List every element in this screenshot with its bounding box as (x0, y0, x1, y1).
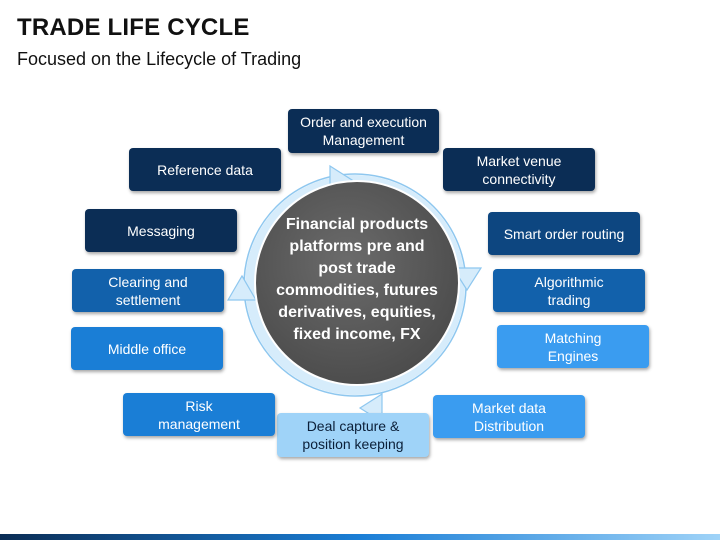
node-matching-engines: Matching Engines (497, 325, 649, 368)
page-title: TRADE LIFE CYCLE (17, 14, 250, 41)
ring-arrowhead-right (451, 267, 483, 292)
node-order-execution: Order and execution Management (288, 109, 439, 153)
node-market-data: Market data Distribution (433, 395, 585, 438)
node-reference-data: Reference data (129, 148, 281, 191)
node-clearing-settlement: Clearing and settlement (72, 269, 224, 312)
node-messaging: Messaging (85, 209, 237, 252)
center-label: Financial products platforms pre and pos… (276, 216, 438, 343)
bottom-accent-bar (0, 534, 720, 540)
page-subtitle: Focused on the Lifecycle of Trading (17, 49, 302, 69)
center-circle (254, 180, 460, 386)
node-middle-office: Middle office (71, 327, 223, 370)
node-smart-order-routing: Smart order routing (488, 212, 640, 255)
node-algorithmic-trading: Algorithmic trading (493, 269, 645, 312)
node-market-venue: Market venue connectivity (443, 148, 595, 191)
ring-arrowhead-left (226, 274, 258, 301)
node-deal-capture: Deal capture & position keeping (277, 413, 429, 457)
node-risk-management: Risk management (123, 393, 275, 436)
cycle-ring (245, 175, 465, 395)
